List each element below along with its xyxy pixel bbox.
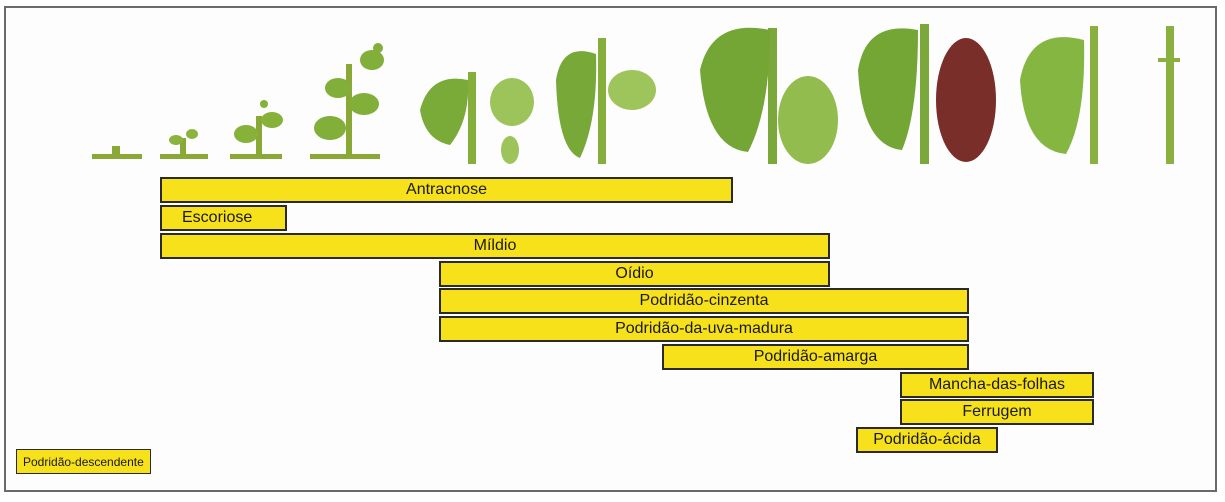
bar-antracnose: Antracnose <box>160 177 733 203</box>
bar-podridao-da-uva-madura: Podridão-da-uva-madura <box>439 316 969 342</box>
bar-escoriose: Escoriose <box>160 205 287 231</box>
bar-label: Escoriose <box>182 209 252 227</box>
bar-oidio: Oídio <box>439 261 830 287</box>
bar-podridao-acida: Podridão-ácida <box>856 427 998 453</box>
stage-6-icon <box>556 38 656 164</box>
stage-2-icon <box>160 129 208 159</box>
stage-5-icon <box>420 72 534 164</box>
bar-mildio: Míldio <box>160 233 830 259</box>
bar-podridao-cinzenta: Podridão-cinzenta <box>439 288 969 314</box>
stage-10-icon <box>1158 26 1180 164</box>
grapevine-stages-illustration <box>0 0 1225 175</box>
bar-label: Oídio <box>615 265 653 283</box>
bar-label: Antracnose <box>406 181 487 199</box>
stage-9-icon <box>1020 26 1098 164</box>
bar-ferrugem: Ferrugem <box>900 399 1094 425</box>
legend-podridao-descendente: Podridão-descendente <box>16 449 151 474</box>
bar-label: Ferrugem <box>962 403 1031 421</box>
bar-podridao-amarga: Podridão-amarga <box>662 344 969 370</box>
bar-label: Podridão-ácida <box>873 431 981 449</box>
bar-label: Podridão-da-uva-madura <box>615 320 793 338</box>
bar-label: Mancha-das-folhas <box>929 376 1065 394</box>
bar-label: Podridão-amarga <box>754 348 878 366</box>
stage-1-icon <box>92 146 142 159</box>
stage-7-icon <box>700 28 838 164</box>
legend-label: Podridão-descendente <box>23 455 144 469</box>
bar-label: Podridão-cinzenta <box>640 292 769 310</box>
stage-3-icon <box>230 100 283 159</box>
bar-mancha-das-folhas: Mancha-das-folhas <box>900 372 1094 398</box>
stage-4-icon <box>310 43 384 159</box>
bar-label: Míldio <box>474 237 517 255</box>
stage-8-icon <box>858 24 996 164</box>
